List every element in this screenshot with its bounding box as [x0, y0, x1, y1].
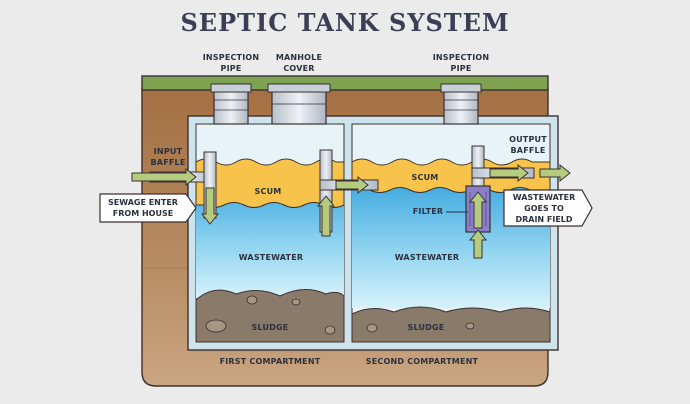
inspection-pipe-right: [440, 83, 482, 125]
sludge-right-label: SLUDGE: [407, 323, 445, 332]
label-line: OUTPUT: [509, 135, 547, 144]
wastewater-left-label: WASTEWATER: [238, 253, 304, 262]
scum-layer-left: [195, 158, 345, 208]
label-line: GOES TO: [524, 203, 564, 213]
output-baffle-label: OUTPUT BAFFLE: [500, 134, 556, 156]
label-line: MANHOLE: [275, 53, 323, 62]
sewage-enter-label: SEWAGE ENTER FROM HOUSE: [100, 194, 186, 222]
label-line: DRAIN FIELD: [515, 214, 573, 224]
wastewater-exit-box: [503, 189, 593, 227]
first-compartment-label: FIRST COMPARTMENT: [219, 357, 321, 366]
manhole-cover: [267, 83, 331, 125]
scum-left-label: SCUM: [254, 187, 282, 196]
sludge-layer-right: [351, 306, 551, 343]
second-compartment-label: SECOND COMPARTMENT: [365, 357, 479, 366]
rock-icon: [205, 295, 475, 335]
second-compartment-body: [351, 123, 551, 343]
scum-right-label: SCUM: [411, 173, 439, 182]
label-line: BAFFLE: [150, 158, 186, 167]
inspection-pipe-left-label: INSPECTION PIPE: [196, 52, 266, 74]
label-line: INPUT: [153, 147, 183, 156]
flow-arrow-icon: [131, 163, 571, 259]
label-line: COVER: [283, 64, 315, 73]
inspection-pipe-right-label: INSPECTION PIPE: [426, 52, 496, 74]
grass-strip: [141, 75, 549, 91]
label-line: SEWAGE ENTER: [108, 198, 178, 207]
page-title: SEPTIC TANK SYSTEM: [180, 8, 510, 37]
sewage-enter-box: [99, 193, 197, 223]
first-compartment-body: [195, 123, 345, 343]
label-line: FROM HOUSE: [112, 209, 174, 218]
sludge-layer-left: [195, 289, 345, 343]
label-line: WASTEWATER: [512, 192, 576, 202]
manhole-cover-label: MANHOLE COVER: [264, 52, 334, 74]
sludge-left-label: SLUDGE: [251, 323, 289, 332]
label-line: BAFFLE: [510, 146, 546, 155]
label-line: INSPECTION: [202, 53, 260, 62]
wastewater-goes-label: WASTEWATER GOES TO DRAIN FIELD: [504, 190, 584, 226]
wastewater-right-label: WASTEWATER: [394, 253, 460, 262]
inspection-pipe-left: [210, 83, 252, 125]
label-line: PIPE: [220, 64, 242, 73]
label-line: INSPECTION: [432, 53, 490, 62]
input-baffle-label: INPUT BAFFLE: [138, 146, 198, 168]
label-line: PIPE: [450, 64, 472, 73]
filter-label: FILTER: [412, 207, 444, 216]
